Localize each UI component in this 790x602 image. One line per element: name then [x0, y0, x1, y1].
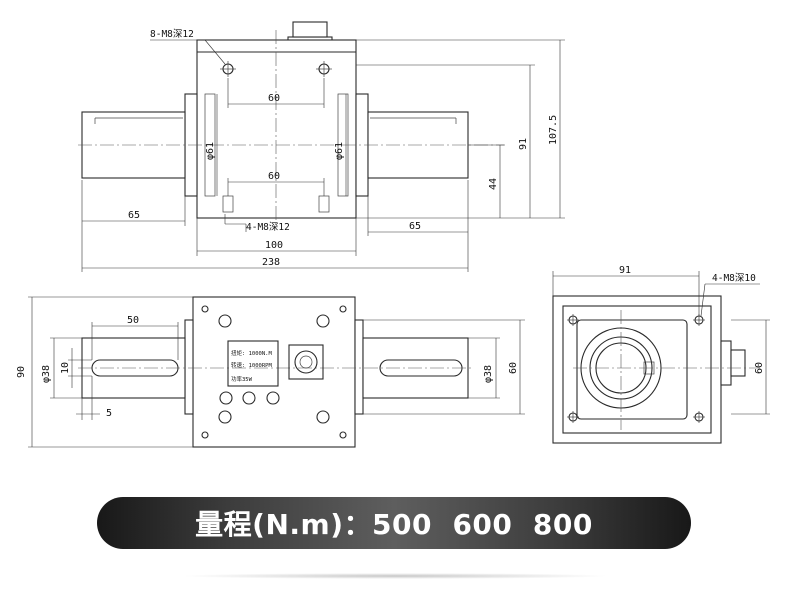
- dim-50: 50: [127, 315, 139, 326]
- plate-speed: 转速: 1000RPM: [231, 361, 272, 369]
- dim-100: 100: [265, 240, 283, 251]
- thread-spec-top: 8-M8深12: [150, 29, 194, 40]
- dim-238: 238: [262, 257, 280, 268]
- dim-10: 10: [60, 362, 71, 374]
- dim-91: 91: [518, 138, 529, 150]
- dim-phi38-right: φ38: [483, 365, 494, 383]
- dim-65-left: 65: [128, 210, 140, 221]
- dim-60-front: 60: [508, 362, 519, 374]
- dim-65-right: 65: [409, 221, 421, 232]
- dim-5: 5: [106, 408, 112, 419]
- thread-spec-side: 4-M8深10: [712, 273, 756, 284]
- dim-60-side: 60: [754, 362, 765, 374]
- top-view: 8-M8深12 4-M8深12 60 60 φ61 φ61 65 65 100 …: [78, 21, 565, 272]
- plate-power: 功率35W: [231, 375, 253, 383]
- dim-phi61-left: φ61: [205, 142, 216, 160]
- dim-60-top: 60: [268, 93, 280, 104]
- range-banner: 量程(N.m)：500 600 800: [97, 497, 691, 549]
- thread-spec-bottom: 4-M8深12: [246, 222, 290, 233]
- range-text: 量程(N.m)：500 600 800: [195, 508, 593, 541]
- dim-91-side: 91: [619, 265, 631, 276]
- dim-60-bottom: 60: [268, 171, 280, 182]
- front-view: 扭矩: 1000N.M 转速: 1000RPM 功率35W 90 5: [16, 296, 525, 448]
- banner-shadow: [180, 573, 610, 579]
- dim-44: 44: [488, 178, 499, 190]
- plate-torque: 扭矩: 1000N.M: [231, 349, 272, 357]
- dim-phi38-left: φ38: [41, 365, 52, 383]
- dim-107-5: 107.5: [548, 115, 559, 145]
- dim-phi61-right: φ61: [334, 142, 345, 160]
- dim-90: 90: [16, 366, 27, 378]
- side-view: 91 4-M8深10 60: [552, 265, 770, 444]
